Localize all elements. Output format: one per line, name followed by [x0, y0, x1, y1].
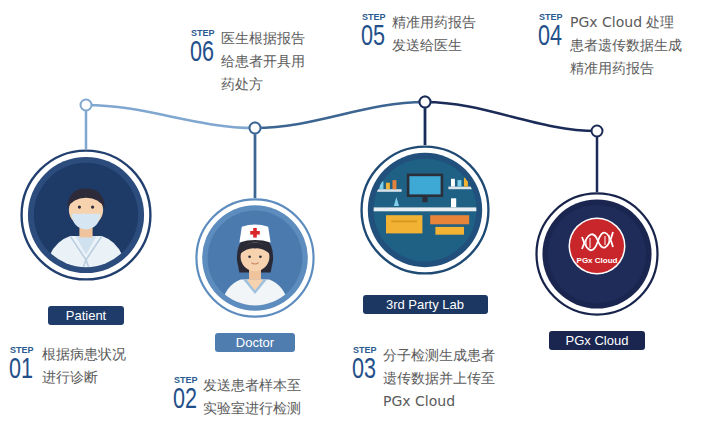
step-number: 01: [9, 355, 33, 381]
logo-outline: [568, 217, 626, 275]
lab-illustration: [451, 198, 456, 207]
circle-outline: [208, 211, 303, 306]
step-number: 05: [361, 22, 385, 48]
pin-marker: [420, 97, 431, 108]
nurse-illustration: [259, 255, 262, 258]
circle-outline: [34, 163, 138, 267]
patient-illustration: [71, 214, 100, 230]
step-word: STEP: [191, 29, 215, 38]
dna-rungs: [590, 238, 591, 248]
nurse-illustration: [250, 231, 260, 235]
pin-marker: [250, 123, 261, 134]
stage-label: PGx Cloud: [549, 331, 645, 350]
patient-illustration: [70, 236, 86, 281]
dna-rungs: [605, 236, 606, 245]
step-description: 医生根据报告 给患者开具用 药处方: [221, 27, 321, 96]
step-word: STEP: [353, 346, 377, 355]
pin-marker: [81, 100, 92, 111]
lab-illustration: [386, 183, 390, 190]
step-word: STEP: [362, 13, 386, 22]
circle-outline: [20, 149, 152, 281]
lab-illustration: [391, 220, 417, 222]
step-number: 04: [538, 22, 562, 48]
step-word: STEP: [10, 346, 34, 355]
lab-illustration: [448, 187, 474, 190]
nurse-illustration: [243, 280, 267, 294]
patient-illustration: [78, 205, 81, 208]
logo-outline: [569, 218, 626, 275]
nurse-illustration: [239, 242, 270, 254]
stage-circle: Patient: [20, 149, 152, 281]
step-word: STEP: [539, 13, 563, 22]
dna-rungs: [609, 235, 610, 243]
circle-outline: [362, 147, 489, 274]
circle-outline: [536, 193, 657, 314]
step-description: 发送患者样本至 实验室进行检测: [203, 374, 319, 420]
circle-outline: [360, 145, 490, 275]
pin-marker: [250, 123, 261, 134]
nurse-illustration: [248, 255, 251, 258]
step-description: 根据病患状况 进行诊断: [42, 343, 158, 389]
patient-illustration: [86, 236, 102, 281]
circle-outline: [548, 205, 646, 303]
dna-rungs: [586, 240, 587, 246]
pin-marker: [420, 97, 431, 108]
circle-outline: [219, 224, 291, 318]
lab-illustration: [393, 180, 397, 189]
stage-circle: Doctor: [195, 198, 315, 318]
dna-rungs: [586, 235, 609, 248]
nurse-illustration: [219, 224, 291, 318]
logo-label: PGx Cloud: [568, 256, 626, 265]
patient-illustration: [44, 236, 128, 281]
pin-marker: [592, 126, 603, 137]
lab-illustration: [458, 180, 462, 187]
lab-illustration: [370, 207, 479, 211]
circle-outline: [44, 189, 128, 281]
circle-outline: [370, 158, 479, 262]
lab-illustration: [430, 215, 469, 224]
lab-illustration: [376, 189, 402, 192]
step-number: 02: [173, 385, 197, 411]
patient-illustration: [75, 236, 96, 254]
step-description: 分子检测生成患者 遗传数据并上传至 PGx Cloud: [383, 344, 501, 413]
step-number: 06: [190, 38, 214, 64]
circle-outline: [368, 153, 482, 267]
lab-illustration: [386, 215, 422, 233]
lab-illustration: [409, 176, 440, 194]
patient-illustration: [91, 205, 94, 208]
step-description: 精准用药报告 发送给医生: [392, 11, 508, 57]
lab-illustration: [394, 197, 399, 206]
patient-illustration: [68, 189, 105, 209]
step-word: STEP: [174, 376, 198, 385]
stage-circle: 3rd Party Lab: [360, 145, 490, 275]
stage-label: 3rd Party Lab: [363, 295, 488, 314]
dna-helix: [582, 233, 613, 251]
nurse-illustration: [219, 280, 291, 318]
patient-illustration: [44, 189, 128, 281]
step-description: PGx Cloud 处理 患者遗传数据生成 精准用药报告: [570, 11, 688, 80]
lab-illustration: [435, 227, 464, 235]
stage-label: Patient: [48, 306, 124, 325]
lab-illustration: [451, 179, 455, 187]
nurse-illustration: [251, 263, 258, 264]
step-number: 03: [352, 355, 376, 381]
circle-outline: [542, 199, 651, 308]
nurse-illustration: [247, 280, 264, 291]
lab-illustration: [422, 197, 427, 202]
nurse-illustration: [239, 224, 270, 242]
dna-helix: [582, 232, 613, 250]
lab-illustration: [464, 178, 468, 187]
stage-circle: PGx CloudPGx Cloud: [535, 192, 659, 316]
circle-outline: [195, 198, 315, 318]
lab-illustration: [407, 174, 443, 197]
lab-illustration: [370, 158, 479, 262]
lab-illustration: [380, 181, 384, 189]
stage-label: Doctor: [215, 333, 295, 352]
logo-circle: PGx Cloud: [568, 217, 626, 275]
